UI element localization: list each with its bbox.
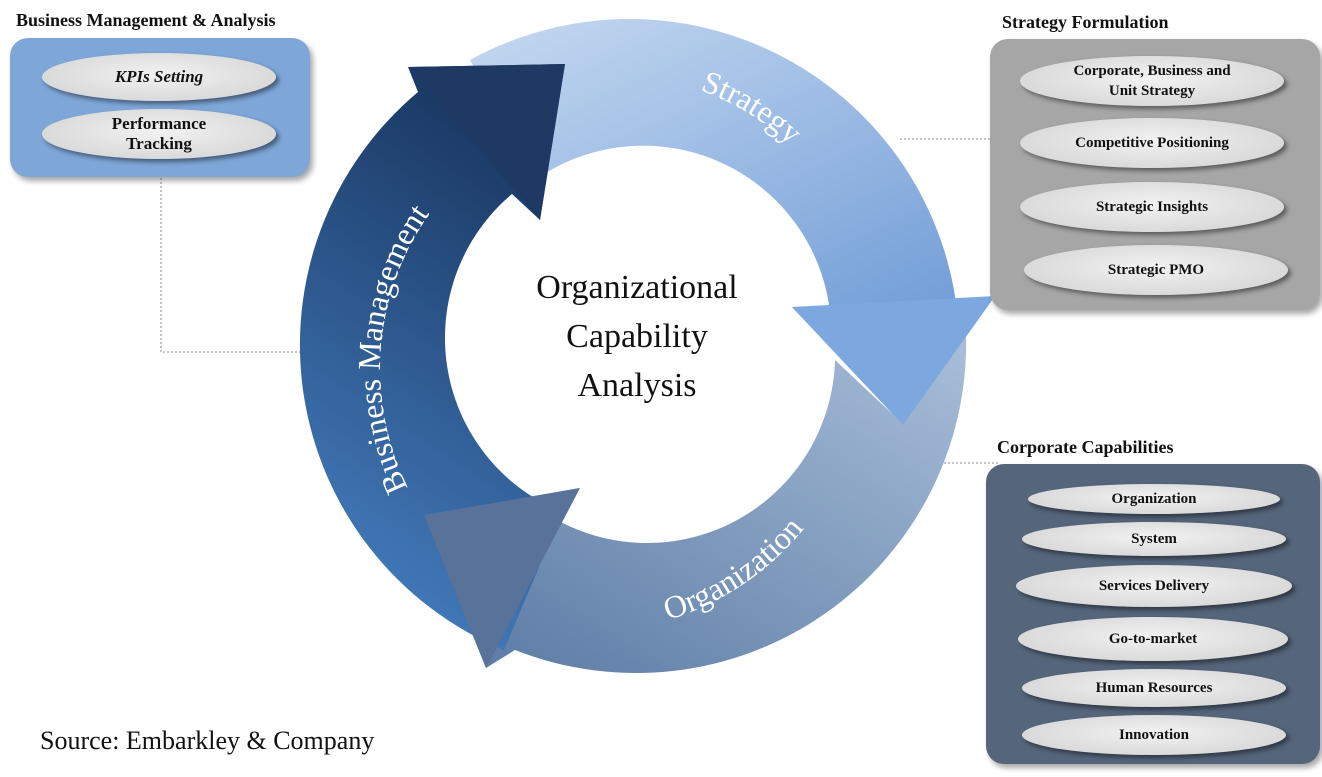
business-panel-title: Business Management & Analysis <box>16 10 276 30</box>
performance-tracking-item: Performance Tracking <box>42 109 276 159</box>
corporate-strategy-item: Corporate, Business and Unit Strategy <box>1020 56 1284 106</box>
organization-arrowhead <box>424 488 580 668</box>
organization-segment <box>424 334 967 674</box>
human-resources-item: Human Resources <box>1022 669 1286 707</box>
organization-item: Organization <box>1028 484 1280 514</box>
competitive-positioning-item: Competitive Positioning <box>1020 118 1284 168</box>
services-delivery-item: Services Delivery <box>1016 565 1292 607</box>
go-to-market-item: Go-to-market <box>1018 617 1288 661</box>
capabilities-panel-title: Corporate Capabilities <box>997 437 1174 457</box>
center-title: Organizational Capability Analysis <box>536 269 737 404</box>
strategic-pmo-item: Strategic PMO <box>1024 245 1288 295</box>
business-arrowhead <box>408 64 565 220</box>
system-item: System <box>1022 522 1286 556</box>
center-title-line-2: Capability <box>566 318 708 355</box>
strategy-panel-title: Strategy Formulation <box>1002 12 1169 32</box>
strategic-insights-item: Strategic Insights <box>1020 182 1284 232</box>
kpis-setting-item: KPIs Setting <box>42 53 276 101</box>
center-title-line-3: Analysis <box>578 367 697 404</box>
innovation-item: Innovation <box>1022 715 1286 755</box>
connectors <box>160 138 1000 464</box>
capabilities-panel <box>986 464 1320 764</box>
business-connector <box>160 178 308 353</box>
center-title-line-1: Organizational <box>536 269 737 306</box>
source-note: Source: Embarkley & Company <box>40 726 375 755</box>
strategy-arrowhead <box>792 296 995 425</box>
